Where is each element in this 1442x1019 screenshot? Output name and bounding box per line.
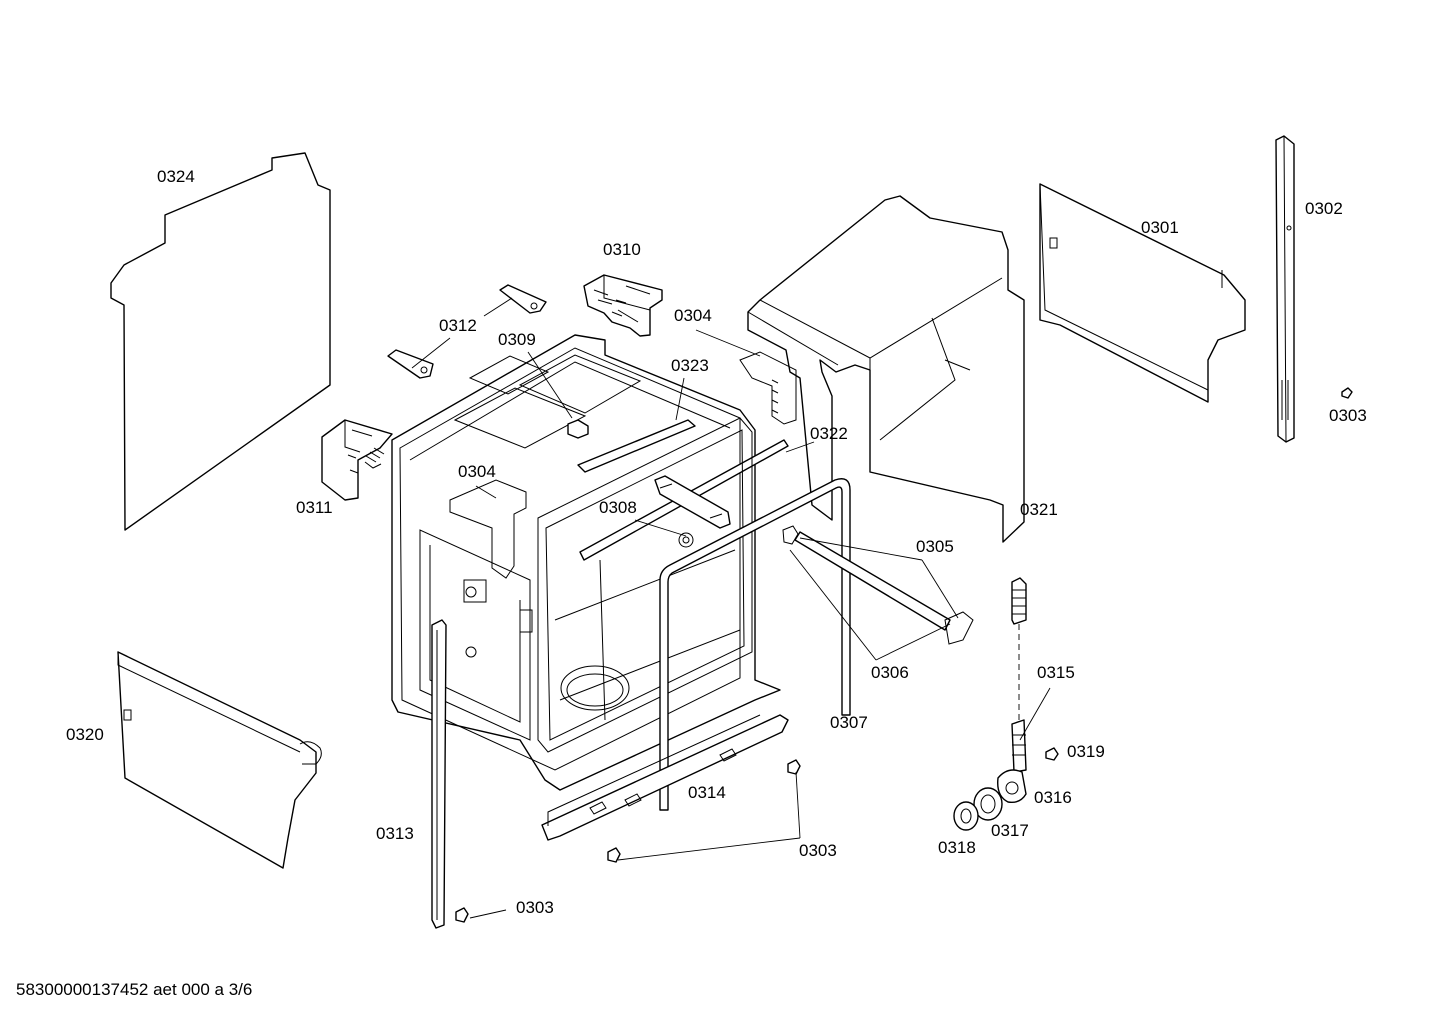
- part-0319-screw: [1045, 747, 1059, 761]
- label-0303-mid: 0303: [799, 841, 837, 860]
- part-0303-screws: [455, 387, 1353, 923]
- part-0307-seal-loop: [659, 478, 851, 811]
- part-0315-hose: [1011, 577, 1027, 773]
- part-0318-filter: [953, 801, 979, 831]
- part-0302-strip: [1275, 135, 1295, 443]
- part-0314-base-rail: [541, 714, 789, 841]
- label-0320: 0320: [66, 725, 104, 744]
- label-0316: 0316: [1034, 788, 1072, 807]
- part-0321-frame: [739, 195, 1025, 543]
- label-0313: 0313: [376, 824, 414, 843]
- label-0305: 0305: [916, 537, 954, 556]
- label-0318: 0318: [938, 838, 976, 857]
- part-0316-elbow: [997, 769, 1027, 804]
- part-0301-side-panel: [1039, 183, 1246, 403]
- label-0304-left: 0304: [458, 462, 496, 481]
- label-0303-right: 0303: [1329, 406, 1367, 425]
- label-0312: 0312: [439, 316, 477, 335]
- label-0311: 0311: [296, 498, 333, 517]
- part-0320-base-panel: [117, 651, 322, 869]
- part-0310-clamp: [583, 274, 663, 337]
- label-0303-bottom: 0303: [516, 898, 554, 917]
- label-0310: 0310: [603, 240, 641, 259]
- part-0312-clips: [387, 284, 547, 379]
- label-0315: 0315: [1037, 663, 1075, 682]
- label-0306: 0306: [871, 663, 909, 682]
- label-0314: 0314: [688, 783, 726, 802]
- part-0324-side-panel: [110, 152, 331, 531]
- part-0308-bracket: [654, 475, 731, 548]
- part-0323-strip: [577, 419, 696, 473]
- label-0321: 0321: [1020, 500, 1058, 519]
- part-0311-bracket: [321, 419, 393, 501]
- label-0307: 0307: [830, 713, 868, 732]
- label-0301: 0301: [1141, 218, 1179, 237]
- label-0319: 0319: [1067, 742, 1105, 761]
- part-0313-strip: [431, 619, 447, 929]
- part-0305-rail: [782, 525, 974, 645]
- part-tub-body: [391, 334, 781, 791]
- label-0323: 0323: [671, 356, 709, 375]
- label-0317: 0317: [991, 821, 1029, 840]
- label-0304-top: 0304: [674, 306, 712, 325]
- leader-lines: [411, 297, 1051, 919]
- label-0322: 0322: [810, 424, 848, 443]
- part-0317-nut: [973, 787, 1003, 821]
- label-0309: 0309: [498, 330, 536, 349]
- part-0309-clip: [567, 419, 589, 439]
- label-0302: 0302: [1305, 199, 1343, 218]
- label-0308: 0308: [599, 498, 637, 517]
- label-0324: 0324: [157, 167, 195, 186]
- document-reference-footer: 58300000137452 aet 000 a 3/6: [16, 980, 253, 999]
- callout-labels: 0324 0310 0312 0309 0304 0323 0301 0302 …: [66, 167, 1367, 917]
